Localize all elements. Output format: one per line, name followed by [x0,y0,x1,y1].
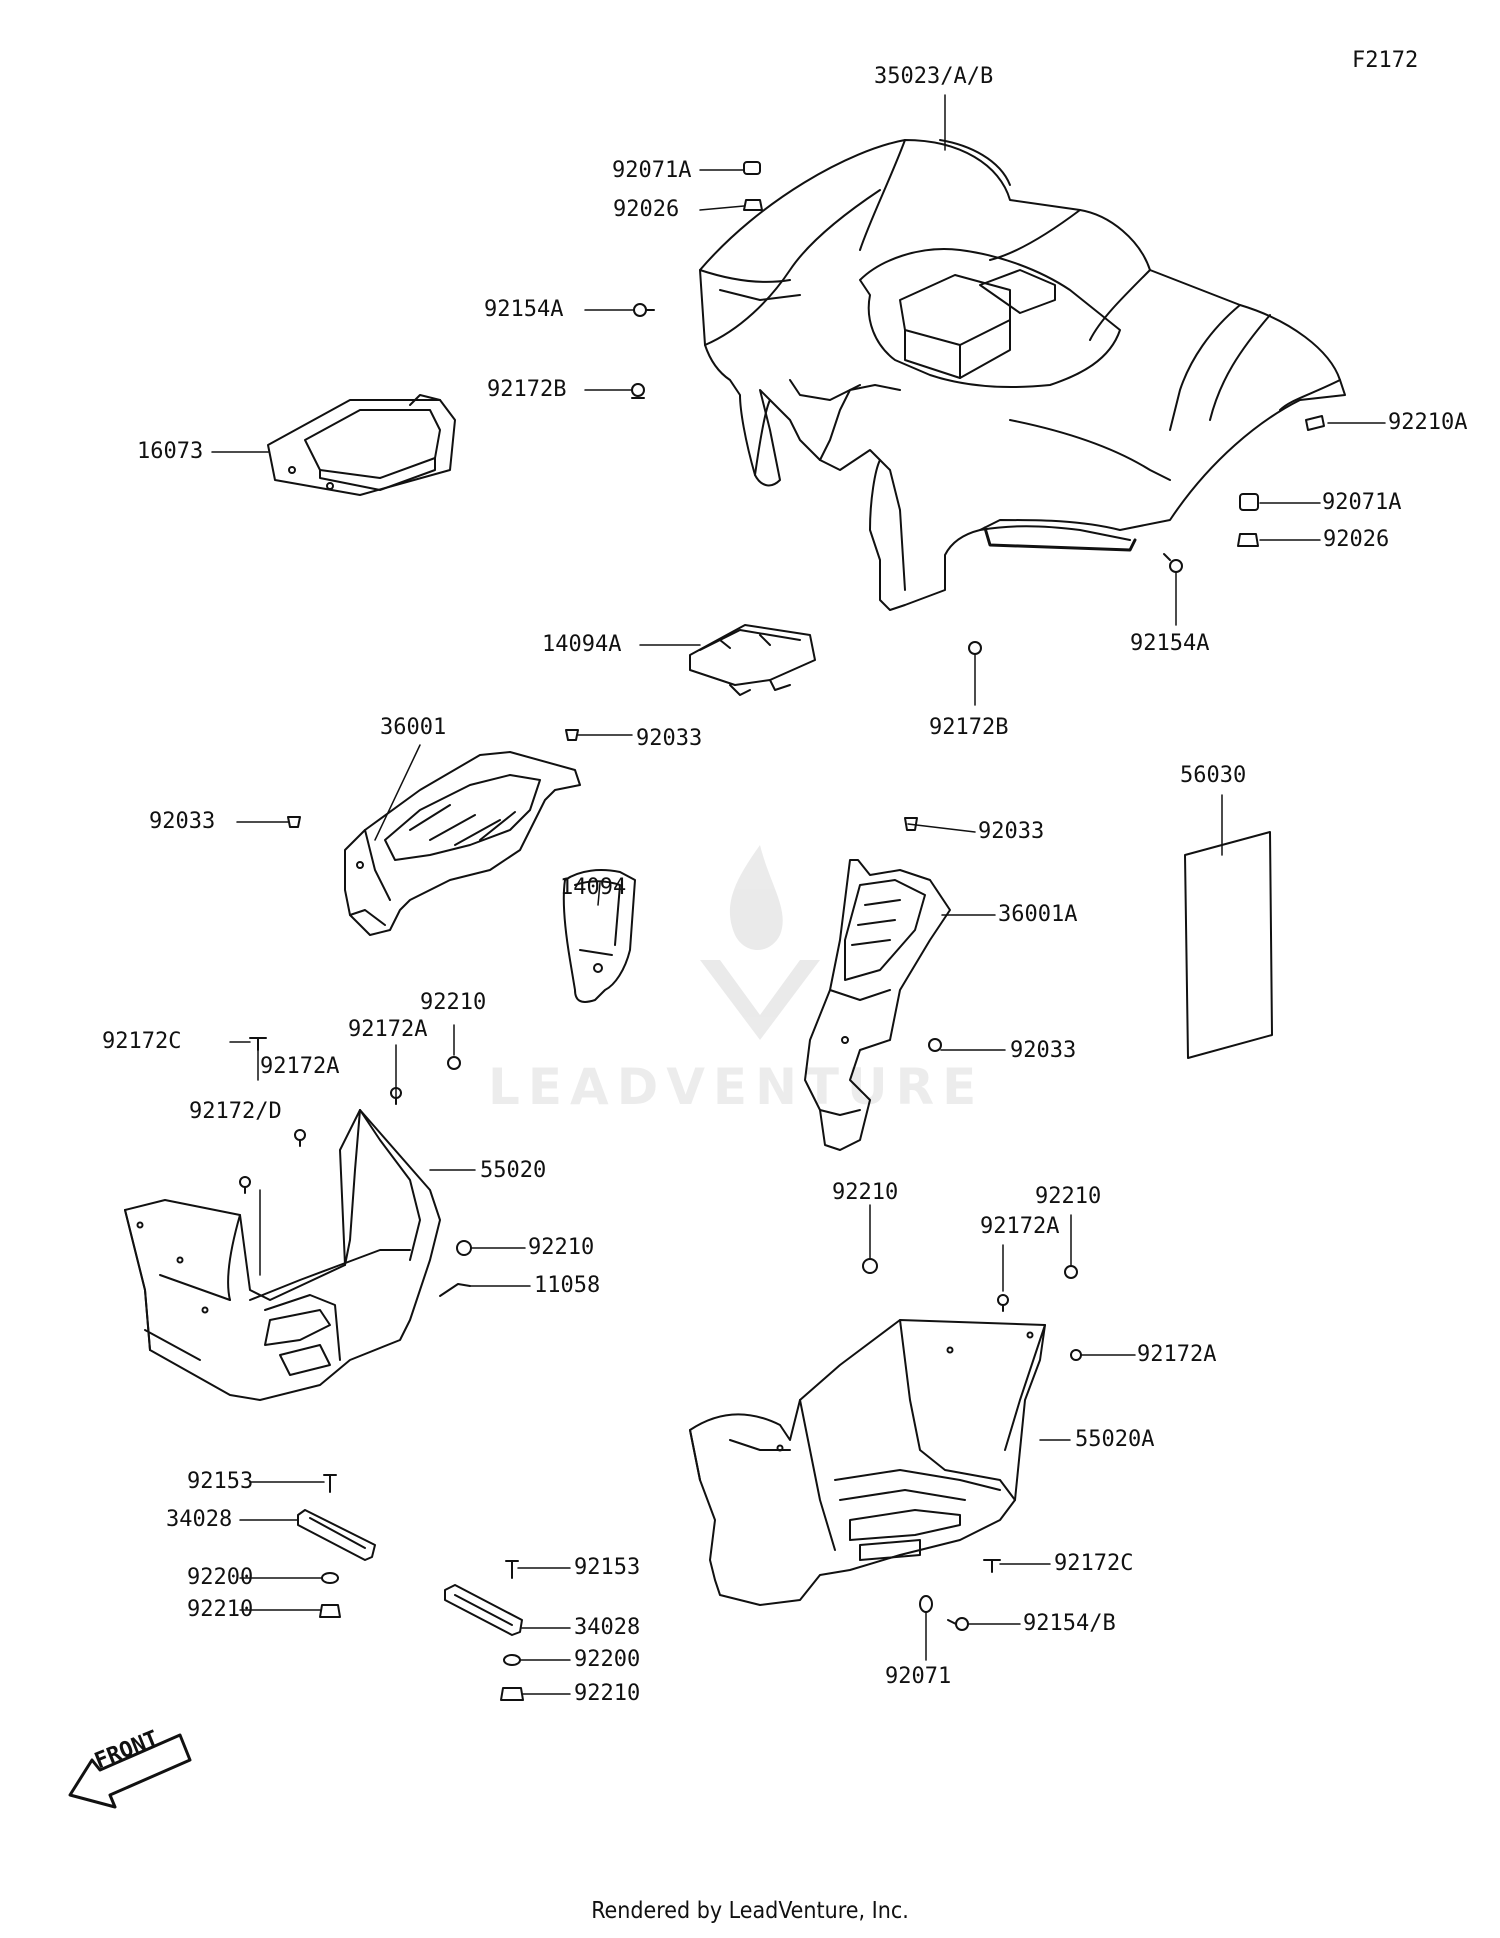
part-label: 92172C [102,1029,182,1054]
part-label: 92033 [636,726,703,751]
guard-36001 [344,751,581,936]
part-label: 92200 [574,1647,641,1672]
part-label: 92210 [574,1681,641,1706]
part-label: 14094 [560,875,627,900]
part-label: 92200 [187,1565,254,1590]
part-label: 92071 [885,1664,952,1689]
part-label: 92172C [1054,1551,1134,1576]
cover-16073 [267,394,456,496]
part-label: 92172A [980,1214,1060,1239]
part-label: 55020 [480,1158,547,1183]
rear-fender-35023 [699,139,1346,611]
fasteners [239,161,1325,1701]
watermark-text: LEADVENTURE [488,1058,985,1116]
figure-code: F2172 [1352,48,1419,73]
sticker-56030 [1184,831,1273,1059]
part-label: 92172A [260,1054,340,1079]
part-label: 92210 [832,1180,899,1205]
part-label: 55020A [1075,1427,1155,1452]
part-label: 92026 [613,197,680,222]
part-label: 92154A [484,297,564,322]
part-label: 11058 [534,1273,601,1298]
watermark-logo [700,845,820,1040]
tray-14094A [689,624,816,696]
part-label: 92153 [187,1469,254,1494]
floorboard-55020 [124,1109,441,1401]
part-label: 92210 [420,990,487,1015]
part-label: 16073 [137,439,204,464]
part-label: 56030 [1180,763,1247,788]
part-label: 92153 [574,1555,641,1580]
step-34028-mid [444,1584,523,1636]
part-label: 92172B [487,377,567,402]
part-label: 92172A [1137,1342,1217,1367]
part-label: 92210 [187,1597,254,1622]
part-label: 92154/B [1023,1611,1116,1636]
part-label: 92210 [528,1235,595,1260]
part-label: 92071A [1322,490,1402,515]
part-label: 14094A [542,632,622,657]
part-label: 34028 [574,1615,641,1640]
part-label: 92172/D [189,1099,282,1124]
part-label: 92210 [1035,1184,1102,1209]
cover-14094 [562,869,636,1003]
part-label: 92172A [348,1017,428,1042]
part-label: 92033 [1010,1038,1077,1063]
part-label: 92033 [978,819,1045,844]
part-label: 92210A [1388,410,1468,435]
part-label: 92033 [149,809,216,834]
step-34028-left [297,1509,376,1561]
front-arrow [68,1733,192,1809]
part-label: 34028 [166,1507,233,1532]
leader-lines [211,94,1386,1695]
part-label: 92026 [1323,527,1390,552]
floorboard-55020A [689,1319,1046,1606]
part-label: 36001A [998,902,1078,927]
part-label: 92154A [1130,631,1210,656]
part-label: 92172B [929,715,1009,740]
part-label: 92071A [612,158,692,183]
part-label: 35023/A/B [874,64,994,89]
part-label: 36001 [380,715,447,740]
guard-36001A [804,859,951,1151]
footer-credit: Rendered by LeadVenture, Inc. [591,1898,909,1924]
